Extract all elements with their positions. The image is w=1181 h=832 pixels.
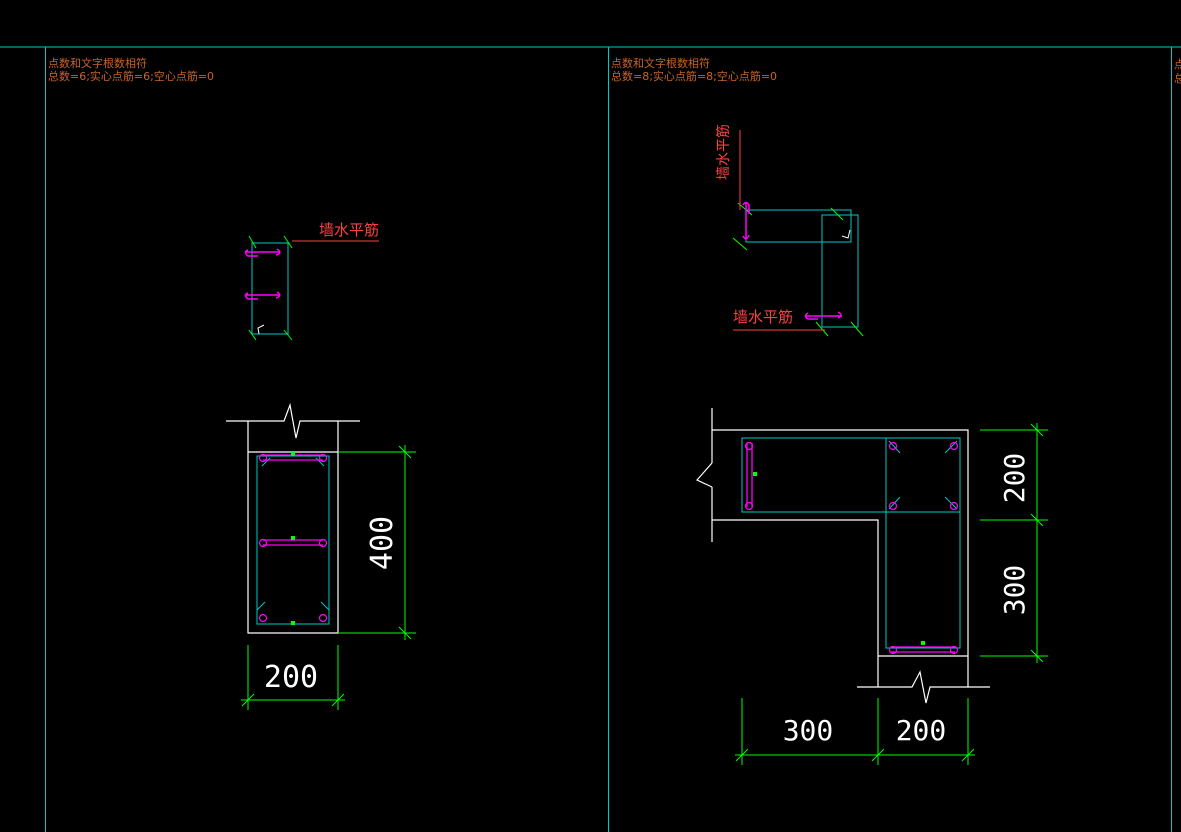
panel-2-header: 点数和文字根数相符 总数=8;实心点筋=8;空心点筋=0 bbox=[611, 57, 777, 83]
panel-2-bottom-left-label: 300 bbox=[783, 714, 834, 747]
panel-2-wall-section: 200 300 300 200 bbox=[696, 408, 1048, 765]
panel-1-header-line1: 点数和文字根数相符 bbox=[48, 57, 147, 70]
panel-2-header-line1: 点数和文字根数相符 bbox=[611, 57, 710, 70]
panel-1-height-label: 400 bbox=[365, 516, 400, 570]
panel-2-top-height-label: 200 bbox=[998, 453, 1031, 504]
panel-2-mid-height-label: 300 bbox=[998, 565, 1031, 616]
panel-1-stirrup-sketch: 墙水平筋 bbox=[244, 221, 379, 341]
panel-2-detail: 墙水平筋 墙水平筋 bbox=[696, 124, 1048, 765]
panel-1-tie-bars bbox=[263, 454, 323, 546]
svg-text:总: 总 bbox=[1174, 71, 1181, 85]
panel-1-rebar-points bbox=[258, 453, 328, 623]
panel-2-stirrup-sketch: 墙水平筋 墙水平筋 bbox=[715, 124, 864, 337]
panel-1-height-dimension bbox=[338, 445, 416, 640]
panel-1-sketch-tie bbox=[244, 248, 281, 300]
panel-1-header: 点数和文字根数相符 总数=6;实心点筋=6;空心点筋=0 bbox=[48, 57, 214, 83]
panel-2-horizontal-rebar-label: 墙水平筋 bbox=[733, 308, 793, 326]
panel-2-width-dimensions bbox=[735, 698, 975, 765]
panel-1-header-line2: 总数=6;实心点筋=6;空心点筋=0 bbox=[48, 70, 215, 83]
panel-2-rebar-points bbox=[744, 441, 959, 655]
svg-text:点: 点 bbox=[1174, 58, 1181, 71]
panel-2-bottom-right-label: 200 bbox=[896, 714, 947, 747]
panel-1-width-label: 200 bbox=[264, 660, 318, 695]
drawing-frame bbox=[0, 46, 1181, 832]
panel-2-tie-bars bbox=[746, 443, 955, 653]
panel-1-wall-section: 400 200 bbox=[226, 402, 416, 710]
panel-1-width-dimension bbox=[241, 645, 345, 710]
panel-2-height-dimensions bbox=[980, 423, 1048, 663]
panel-3-header-fragment: 点 总 bbox=[1174, 58, 1181, 85]
panel-2-vertical-rebar-label: 墙水平筋 bbox=[715, 124, 732, 180]
panel-1-detail: 墙水平筋 bbox=[226, 221, 416, 710]
panel-1-rebar-label: 墙水平筋 bbox=[319, 221, 379, 239]
panel-2-header-line2: 总数=8;实心点筋=8;空心点筋=0 bbox=[611, 70, 778, 83]
